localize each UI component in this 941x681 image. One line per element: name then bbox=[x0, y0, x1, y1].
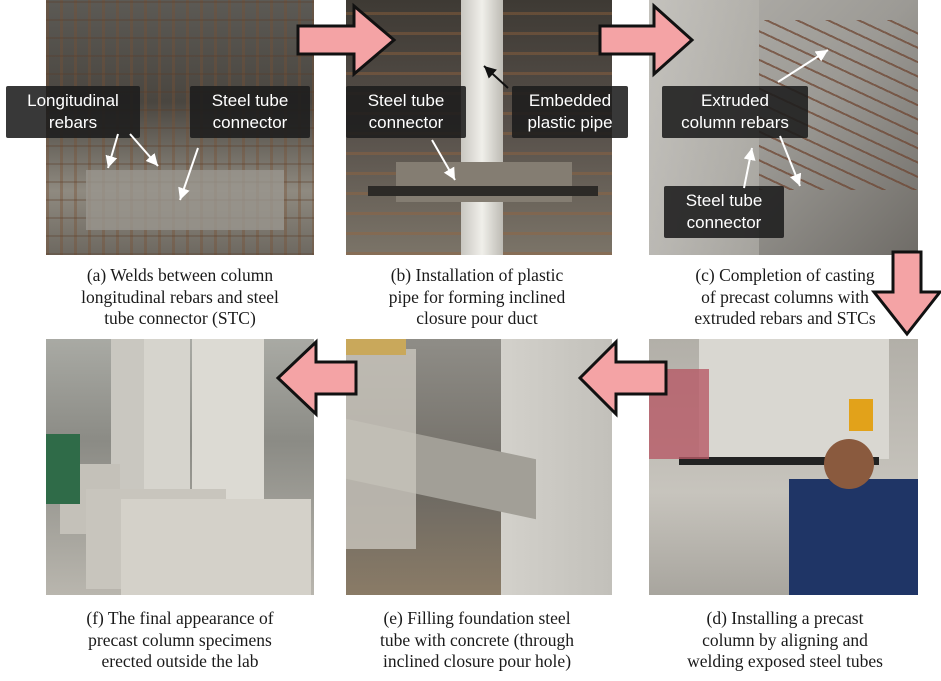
caption-e: (e) Filling foundation steel tube with c… bbox=[380, 608, 574, 671]
label-embedded-plastic-pipe: Embedded plastic pipe bbox=[512, 86, 628, 138]
photo-f-final-specimens bbox=[46, 339, 314, 595]
photo-d-installing-column bbox=[649, 339, 918, 595]
photo-e-filling-concrete bbox=[346, 339, 612, 595]
caption-b: (b) Installation of plastic pipe for for… bbox=[388, 265, 566, 328]
label-steel-tube-connector-b: Steel tube connector bbox=[346, 86, 466, 138]
label-extruded-column-rebars: Extruded column rebars bbox=[662, 86, 808, 138]
label-steel-tube-connector-a: Steel tube connector bbox=[190, 86, 310, 138]
caption-c: (c) Completion of casting of precast col… bbox=[694, 265, 876, 328]
caption-f: (f) The final appearance of precast colu… bbox=[86, 608, 274, 671]
label-steel-tube-connector-c: Steel tube connector bbox=[664, 186, 784, 238]
caption-d: (d) Installing a precast column by align… bbox=[687, 608, 883, 671]
caption-a: (a) Welds between column longitudinal re… bbox=[81, 265, 279, 328]
label-longitudinal-rebars: Longitudinal rebars bbox=[6, 86, 140, 138]
